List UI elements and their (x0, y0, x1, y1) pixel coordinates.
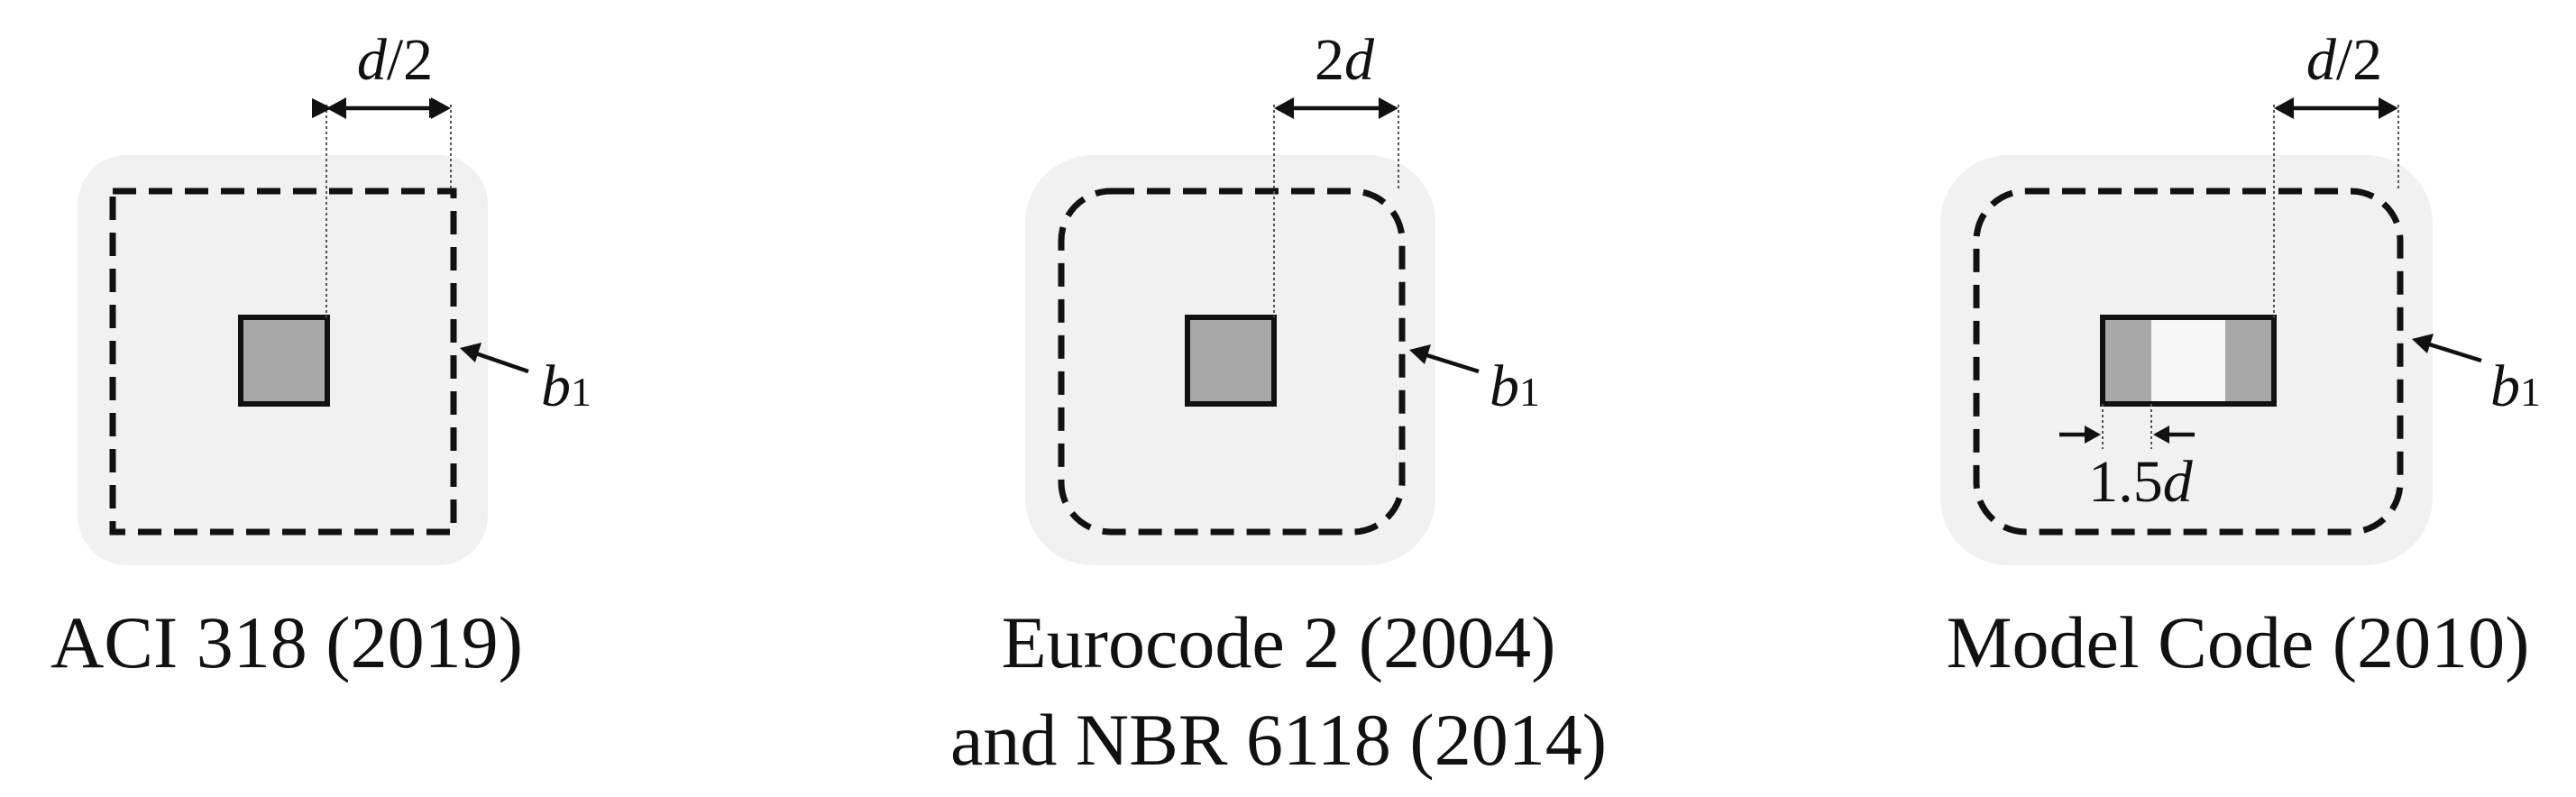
column-left-zone (2103, 317, 2151, 404)
column-right-zone (2225, 317, 2274, 404)
perimeter-pointer-arrowhead (2412, 334, 2434, 353)
caption-line-1: ACI 318 (2019) (50, 601, 523, 683)
column-outline (1185, 315, 1277, 407)
inner-dimension-arrowhead-right (2153, 426, 2169, 444)
control-perimeter (1058, 188, 1406, 536)
dimension-arrowhead-left (326, 97, 346, 119)
perimeter-pointer-line (2423, 340, 2482, 363)
dimension-arrowhead-right (1379, 97, 1398, 119)
control-perimeter (1973, 188, 2404, 536)
control-perimeter (109, 188, 457, 536)
column (1187, 317, 1274, 404)
panel-aci: d/2 b1 ACI 318 (2019) (50, 27, 591, 683)
dimension-arrowhead-left (2274, 97, 2294, 119)
perimeter-label: b1 (2490, 353, 2541, 419)
dimension-arrowhead-right (2379, 97, 2398, 119)
column-middle-zone (2151, 317, 2225, 404)
column-outline (2100, 315, 2277, 407)
perimeter-label: b1 (1490, 353, 1540, 419)
inner-dimension-arrowhead-left (2085, 426, 2101, 444)
dimension-label: d/2 (2306, 27, 2382, 93)
dimension-label: d/2 (357, 27, 433, 93)
perimeter-pointer-line (1420, 351, 1480, 374)
perimeter-pointer-arrowhead (460, 343, 481, 362)
perimeter-pointer-line (470, 349, 529, 374)
perimeter-label: b1 (541, 353, 591, 419)
caption-line-2: and NBR 6118 (2014) (950, 699, 1607, 781)
panel-modelcode: d/2 1.5d b1 Model Code (2010) (1940, 27, 2541, 683)
dimension-label: 2d (1315, 27, 1375, 93)
column (241, 317, 327, 404)
column-outline (238, 315, 330, 407)
inner-dimension-label: 1.5d (2088, 449, 2194, 515)
perimeter-pointer-arrowhead (1409, 344, 1431, 364)
dimension-arrowhead-right (431, 97, 451, 119)
panel-eurocode: 2d b1 Eurocode 2 (2004) and NBR 6118 (20… (950, 27, 1607, 781)
dimension-arrowhead-left (1274, 97, 1294, 119)
caption-line-1: Eurocode 2 (2004) (1002, 601, 1556, 683)
caption-line-1: Model Code (2010) (1947, 601, 2530, 683)
